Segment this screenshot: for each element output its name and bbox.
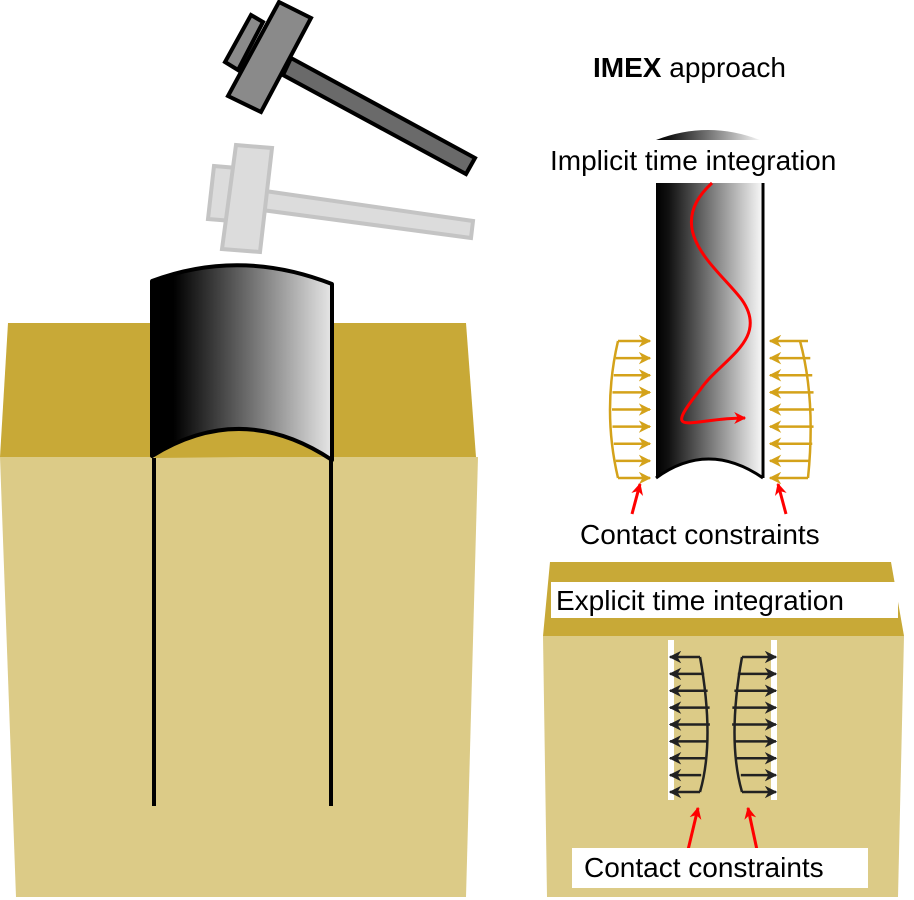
pointer-arrow-left-bottom <box>686 806 702 851</box>
title-bold-part: IMEX <box>593 52 662 83</box>
contact-arrows-right-explicit <box>732 650 778 799</box>
pointer-arrow-right-bottom <box>744 806 759 851</box>
explicit-label: Explicit time integration <box>556 585 844 616</box>
explicit-ground-front <box>543 636 904 897</box>
contact-envelope <box>608 340 620 479</box>
implicit-pile-bottom-arc <box>655 457 764 480</box>
pile-icon <box>150 263 334 462</box>
contact-arrows-left-explicit <box>668 650 710 799</box>
contact-envelope <box>733 656 744 793</box>
contact-label-bottom: Contact constraints <box>584 852 824 883</box>
explicit-label-bg <box>551 582 898 618</box>
contact-arrows-left-implicit <box>608 334 652 485</box>
title-rest-part: approach <box>661 52 786 83</box>
implicit-pile-cap <box>656 130 760 140</box>
wave-arrow-icon <box>680 181 752 425</box>
contact-label-top: Contact constraints <box>580 519 820 550</box>
contact-envelope <box>698 656 709 793</box>
contact-envelope <box>798 340 812 479</box>
hammer-ghost-icon <box>205 142 476 255</box>
contact-label-bottom-bg <box>572 848 868 888</box>
implicit-pile-body <box>656 183 761 478</box>
implicit-label: Implicit time integration <box>550 145 836 176</box>
pointer-arrow-left-top <box>630 482 644 515</box>
hammer-icon <box>222 0 478 177</box>
diagram-title: IMEX approach <box>593 52 786 83</box>
contact-arrows-right-implicit <box>768 334 814 485</box>
pointer-arrow-right-top <box>774 482 788 515</box>
ground-front-face <box>0 457 478 897</box>
